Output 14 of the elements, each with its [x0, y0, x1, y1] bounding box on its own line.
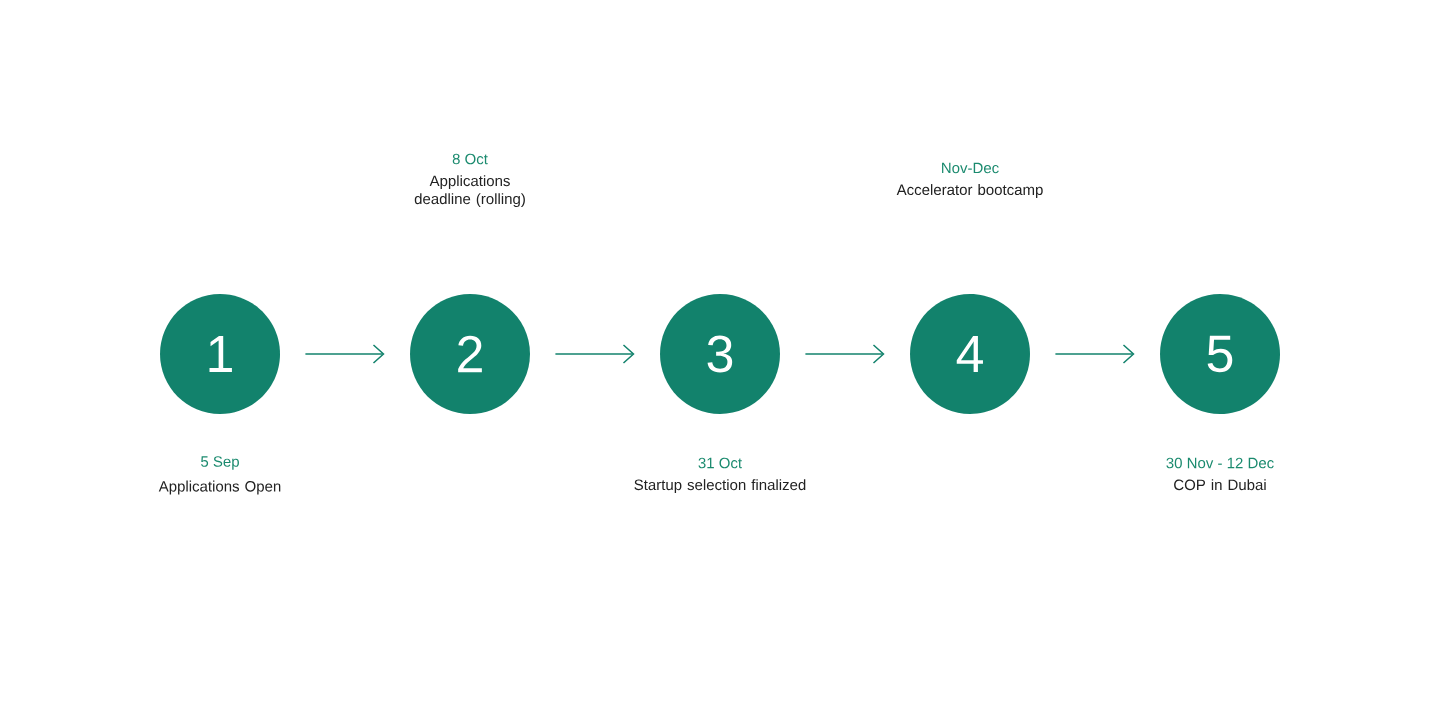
date-label: 30 Nov - 12 Dec	[1166, 457, 1274, 469]
date-label: 31 Oct	[698, 457, 742, 469]
arrow	[1054, 344, 1135, 364]
description-label: COP in Dubai	[1174, 479, 1266, 491]
description-label: Accelerator bootcamp	[896, 184, 1043, 198]
arrow	[304, 344, 385, 364]
description-label: Applications Open	[158, 480, 281, 495]
date-label: Nov-Dec	[942, 162, 999, 174]
date-label: 5 Sep	[201, 456, 239, 470]
description-label: Startup selection finalized	[634, 479, 806, 494]
arrow	[554, 344, 635, 364]
date-label: 8 Oct	[452, 153, 488, 165]
description-label: Applications deadline (rolling)	[414, 175, 525, 208]
arrow	[804, 344, 885, 364]
